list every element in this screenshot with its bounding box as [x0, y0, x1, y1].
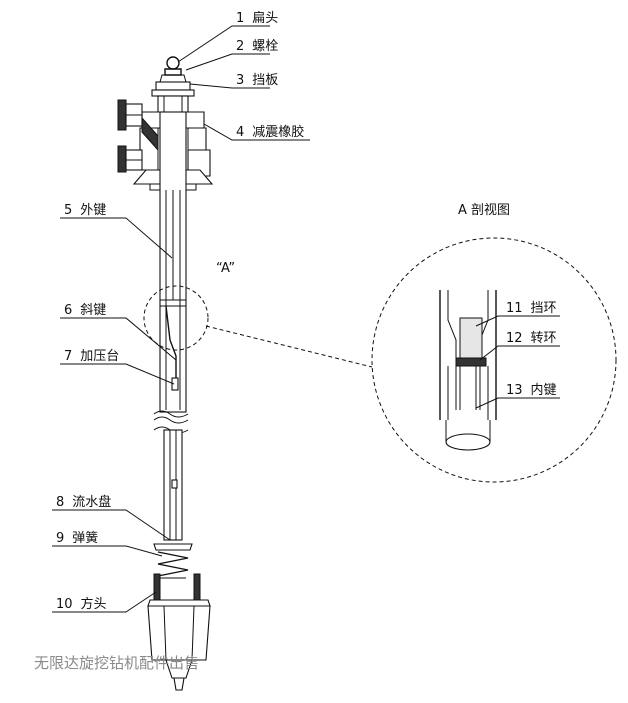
- section-detail-circle: [371, 237, 617, 483]
- section-detail-drawing: [439, 290, 497, 451]
- inner-bar: [147, 429, 211, 691]
- section-marker-circle: [143, 285, 209, 351]
- section-title: A 剖视图: [458, 203, 510, 218]
- section-callout-label: “A”: [216, 261, 235, 276]
- watermark: 无限达旋挖钻机配件出售: [34, 654, 199, 672]
- outer-bar: [153, 111, 189, 434]
- leader-lines: [52, 25, 560, 613]
